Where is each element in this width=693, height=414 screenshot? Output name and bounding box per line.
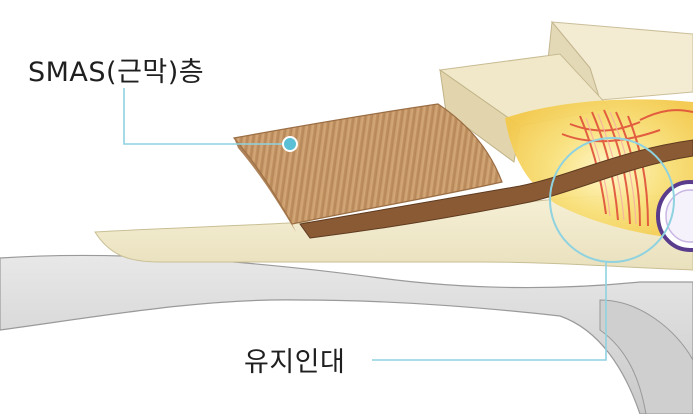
smas-leader-line — [123, 88, 290, 145]
bone-hook — [599, 299, 693, 414]
bone-layer — [0, 254, 693, 414]
smas-leader-dot — [282, 136, 298, 152]
ligament-highlight-circle — [549, 137, 675, 263]
smas-layer-label: SMAS(근막)층 — [28, 57, 205, 88]
smas-block-front — [234, 138, 296, 232]
smas-strand — [299, 139, 693, 239]
retaining-ligament-label: 유지인대 — [244, 347, 346, 378]
ligament-leader-line — [372, 262, 607, 361]
skin-second-face — [439, 68, 521, 163]
